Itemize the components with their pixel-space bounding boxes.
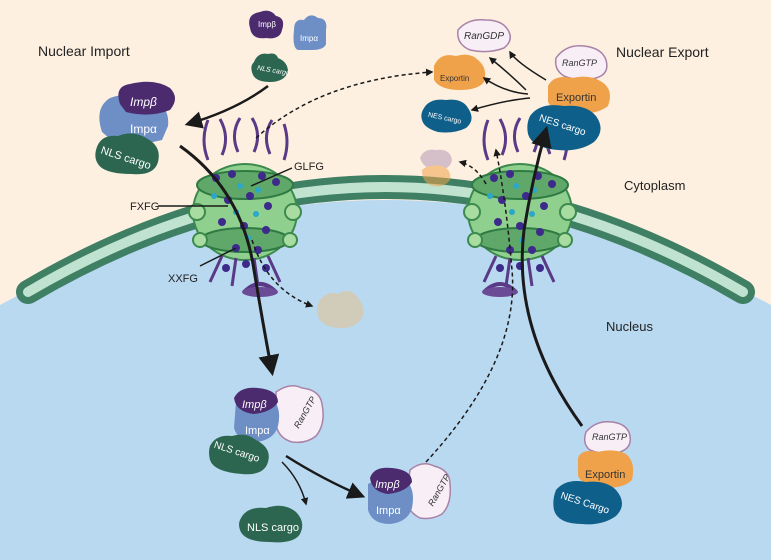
ran-gtp-export-cyto-label: RanGTP	[562, 58, 597, 68]
recycle-complex: RanGTP Impβ Impα	[368, 463, 452, 524]
ran-gtp-export-nuc-label: RanGTP	[592, 432, 627, 442]
ran-gtp-import	[275, 385, 324, 444]
released-nls-cargo: NLS cargo	[239, 505, 303, 543]
pathway-arrows	[179, 50, 584, 506]
nls-cargo-cyto	[95, 133, 159, 175]
xxfg-pointer	[199, 247, 237, 267]
exportin-cyto-label: Exportin	[556, 92, 596, 104]
imp-alpha-nuc-label: Impα	[245, 425, 270, 437]
faded-cargo-nucleus	[317, 290, 364, 328]
cytoplasm-label: Cytoplasm	[624, 178, 685, 193]
arrow-to-rangdp-2	[509, 50, 547, 81]
arrow-faded-exportin	[458, 159, 487, 185]
arrow-recycle-export	[425, 148, 514, 463]
exportin-nuc-label: Exportin	[585, 469, 625, 481]
imp-beta-cyto	[118, 81, 175, 115]
nuclear-pore-right	[463, 117, 577, 297]
ran-gtp-recycle	[405, 463, 452, 520]
arrow-to-nes-cargo	[470, 97, 531, 112]
exportin-free-label: Exportin	[440, 74, 469, 83]
xxfg-label: XXFG	[168, 273, 198, 285]
nes-cargo-nuc	[553, 481, 622, 525]
imp-alpha-small-label: Impα	[300, 34, 318, 43]
nes-cargo-free	[421, 99, 472, 133]
ran-gdp-label: RanGDP	[464, 31, 504, 42]
glfg-label: GLFG	[294, 161, 324, 173]
nucleus-label: Nucleus	[606, 319, 653, 334]
imp-beta-recycle-label: Impβ	[375, 479, 400, 491]
export-complex-cytoplasm: RanGTP Exportin NES cargo	[527, 45, 610, 151]
nuclear-export-title: Nuclear Export	[616, 44, 709, 60]
imp-alpha-cyto-label: Impα	[130, 122, 157, 136]
nls-cargo-small	[251, 53, 288, 82]
imp-beta-nuc-label: Impβ	[242, 399, 267, 411]
nls-cargo-nuc	[209, 434, 269, 475]
fxfg-label: FXFG	[130, 201, 159, 213]
glfg-pointer	[250, 167, 293, 187]
arrow-import-through-pore	[179, 144, 280, 377]
exportin-cyto	[548, 76, 610, 114]
nls-cargo-released	[239, 505, 303, 543]
import-complex-nucleus: RanGTP Impβ Impα NLS cargo	[209, 385, 324, 475]
nuclear-envelope	[16, 175, 755, 304]
import-complex-cytoplasm: Impβ Impα NLS cargo	[95, 81, 175, 175]
exportin-free	[434, 54, 486, 90]
arrow-export-through-pore	[520, 125, 584, 427]
imp-beta-small	[249, 10, 284, 39]
arrow-assembly-import	[184, 84, 269, 129]
ran-gtp-export-cyto	[554, 45, 608, 81]
imp-beta-nuc	[234, 387, 278, 414]
nuclear-import-title: Nuclear Import	[38, 43, 130, 59]
ran-gtp-export-nuc	[583, 420, 632, 455]
export-disassembly: RanGDP Exportin NES cargo	[421, 18, 511, 133]
arrow-to-rangdp	[488, 57, 527, 91]
arrow-to-recycle	[285, 454, 366, 499]
exportin-nuc	[578, 450, 634, 488]
ran-gdp	[457, 18, 511, 53]
arrow-release-cargo	[281, 461, 309, 506]
arrow-to-exportin	[482, 77, 529, 95]
arrow-faded-cargo	[251, 239, 314, 308]
import-components-small: Impβ Impα NLS cargo	[249, 10, 327, 82]
faded-exportin-complex	[420, 149, 452, 187]
export-complex-nucleus: RanGTP Exportin NES Cargo	[553, 420, 634, 525]
imp-alpha-small	[293, 15, 327, 50]
imp-beta-recycle	[370, 467, 412, 494]
nls-cargo-released-label: NLS cargo	[247, 522, 299, 534]
imp-beta-cyto-label: Impβ	[130, 95, 157, 109]
imp-alpha-recycle-label: Impα	[376, 505, 401, 517]
imp-beta-small-label: Impβ	[258, 20, 276, 29]
